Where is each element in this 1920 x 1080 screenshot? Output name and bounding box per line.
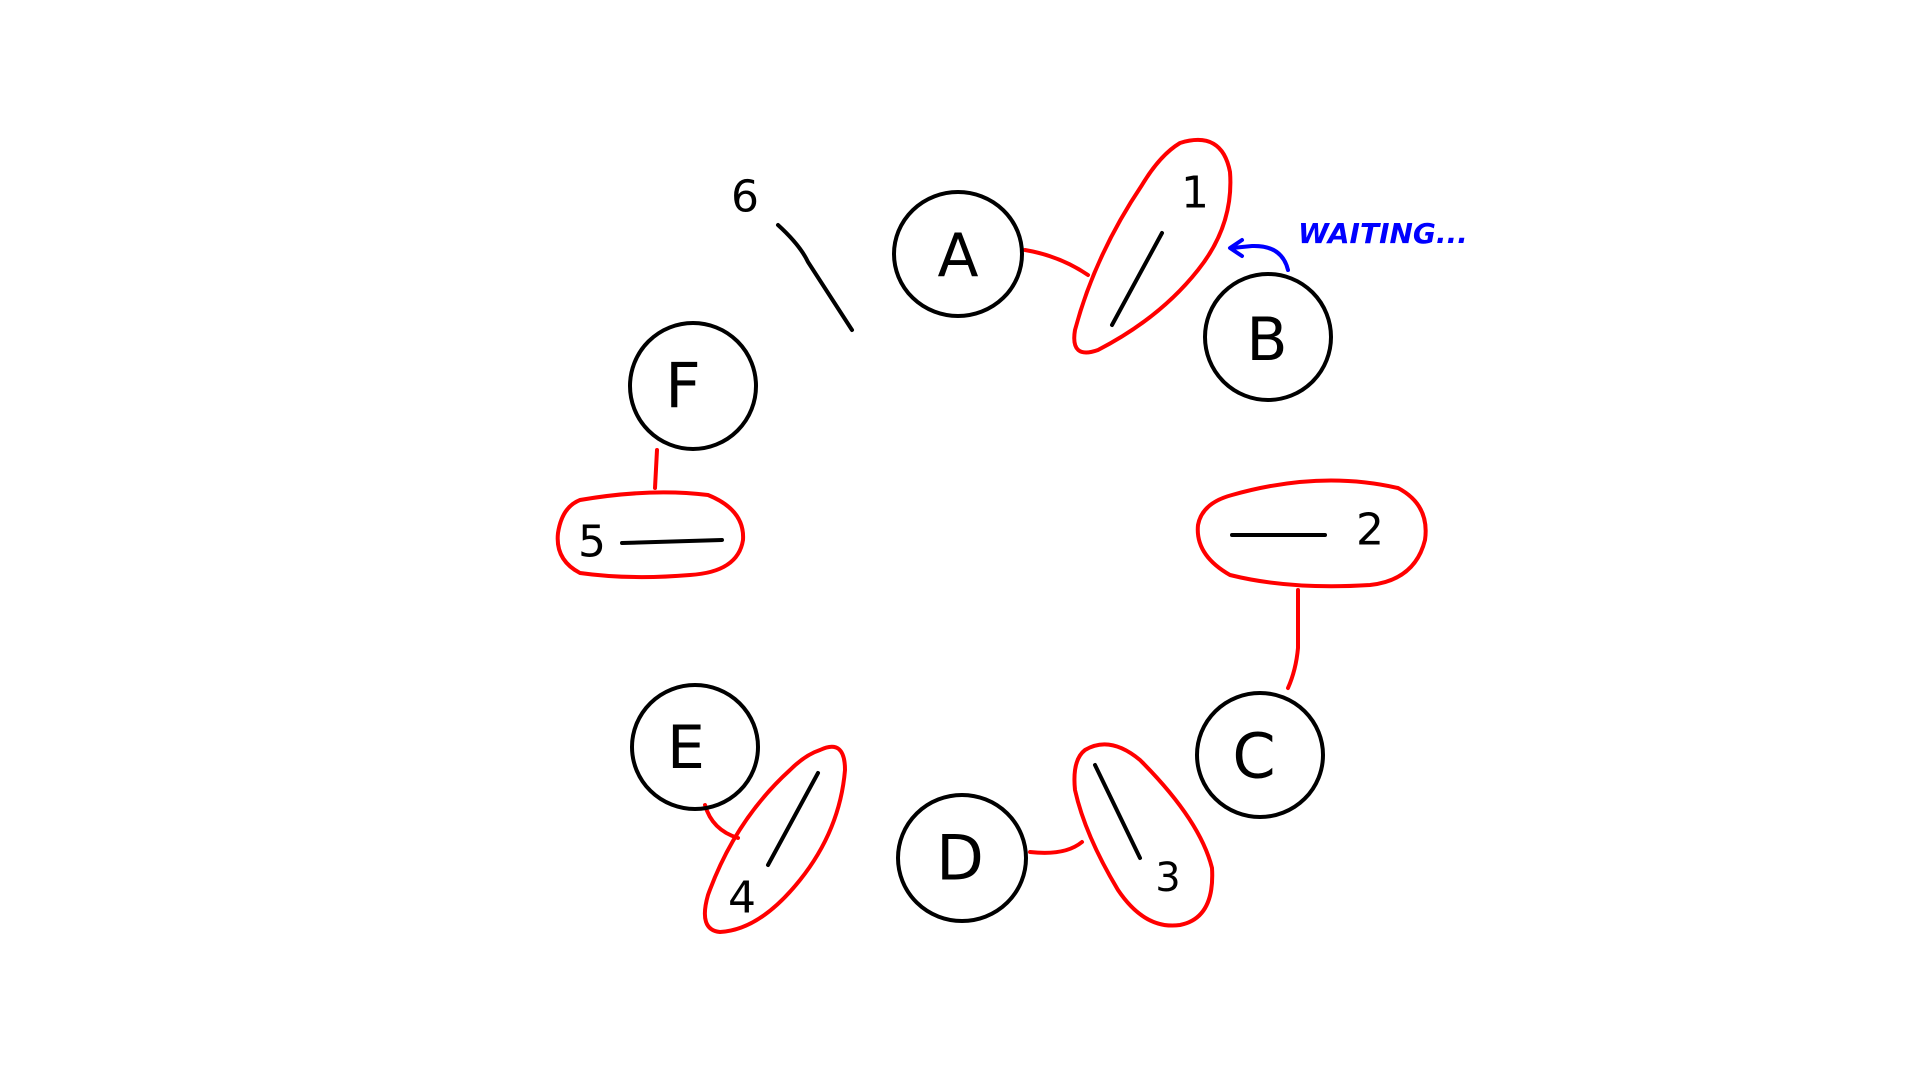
connector-a-link1 bbox=[1023, 248, 1090, 277]
link-5-label: 5 bbox=[578, 517, 606, 568]
link-1-line bbox=[1110, 231, 1164, 327]
connector-f-link5 bbox=[653, 448, 659, 490]
link-2-label: 2 bbox=[1356, 505, 1384, 556]
connector-d-link3 bbox=[1028, 840, 1084, 855]
node-f-ring bbox=[628, 321, 758, 451]
node-c-label: C bbox=[1232, 720, 1275, 793]
link-3-label: 3 bbox=[1155, 855, 1180, 901]
node-d-ring bbox=[896, 793, 1028, 923]
node-f-label: F bbox=[665, 350, 701, 423]
node-d[interactable]: D bbox=[896, 793, 1028, 923]
node-a[interactable]: A bbox=[892, 190, 1024, 318]
link-5-line bbox=[620, 538, 724, 545]
waiting-arrow bbox=[1230, 243, 1290, 272]
link-4[interactable]: 4 bbox=[703, 744, 847, 934]
node-e[interactable]: E bbox=[630, 683, 760, 811]
link-2-outline bbox=[1195, 478, 1428, 589]
link-3[interactable]: 3 bbox=[1072, 742, 1215, 928]
node-a-label: A bbox=[937, 221, 978, 291]
link-6-line bbox=[776, 223, 854, 332]
connector-e-link4 bbox=[703, 803, 740, 840]
link-1-label: 1 bbox=[1181, 168, 1209, 219]
node-d-label: D bbox=[936, 822, 984, 895]
waiting-arrowhead-icon bbox=[1228, 238, 1244, 258]
link-1-outline bbox=[1072, 137, 1233, 355]
link-4-outline bbox=[703, 744, 847, 934]
node-b-label: B bbox=[1246, 305, 1287, 375]
waiting-indicator: WAITING... bbox=[1228, 217, 1468, 272]
link-4-label: 4 bbox=[728, 873, 756, 924]
node-f[interactable]: F bbox=[628, 321, 758, 451]
node-b[interactable]: B bbox=[1203, 272, 1333, 402]
node-c[interactable]: C bbox=[1195, 691, 1325, 819]
node-b-ring bbox=[1203, 272, 1333, 402]
link-3-line bbox=[1093, 763, 1142, 860]
node-a-ring bbox=[892, 190, 1024, 318]
link-5[interactable]: 5 bbox=[555, 490, 746, 580]
link-4-line bbox=[766, 771, 820, 867]
link-5-outline bbox=[555, 490, 746, 580]
node-e-ring bbox=[630, 683, 760, 811]
node-e-label: E bbox=[667, 713, 705, 783]
link-6[interactable]: 6 bbox=[731, 172, 854, 332]
connector-c-link2 bbox=[1286, 588, 1300, 690]
link-2[interactable]: 2 bbox=[1195, 478, 1428, 589]
link-3-outline bbox=[1072, 742, 1215, 928]
node-c-ring bbox=[1195, 691, 1325, 819]
link-6-label: 6 bbox=[731, 172, 759, 223]
link-1[interactable]: 1 bbox=[1072, 137, 1233, 355]
waiting-status-text: WAITING... bbox=[1298, 217, 1468, 250]
